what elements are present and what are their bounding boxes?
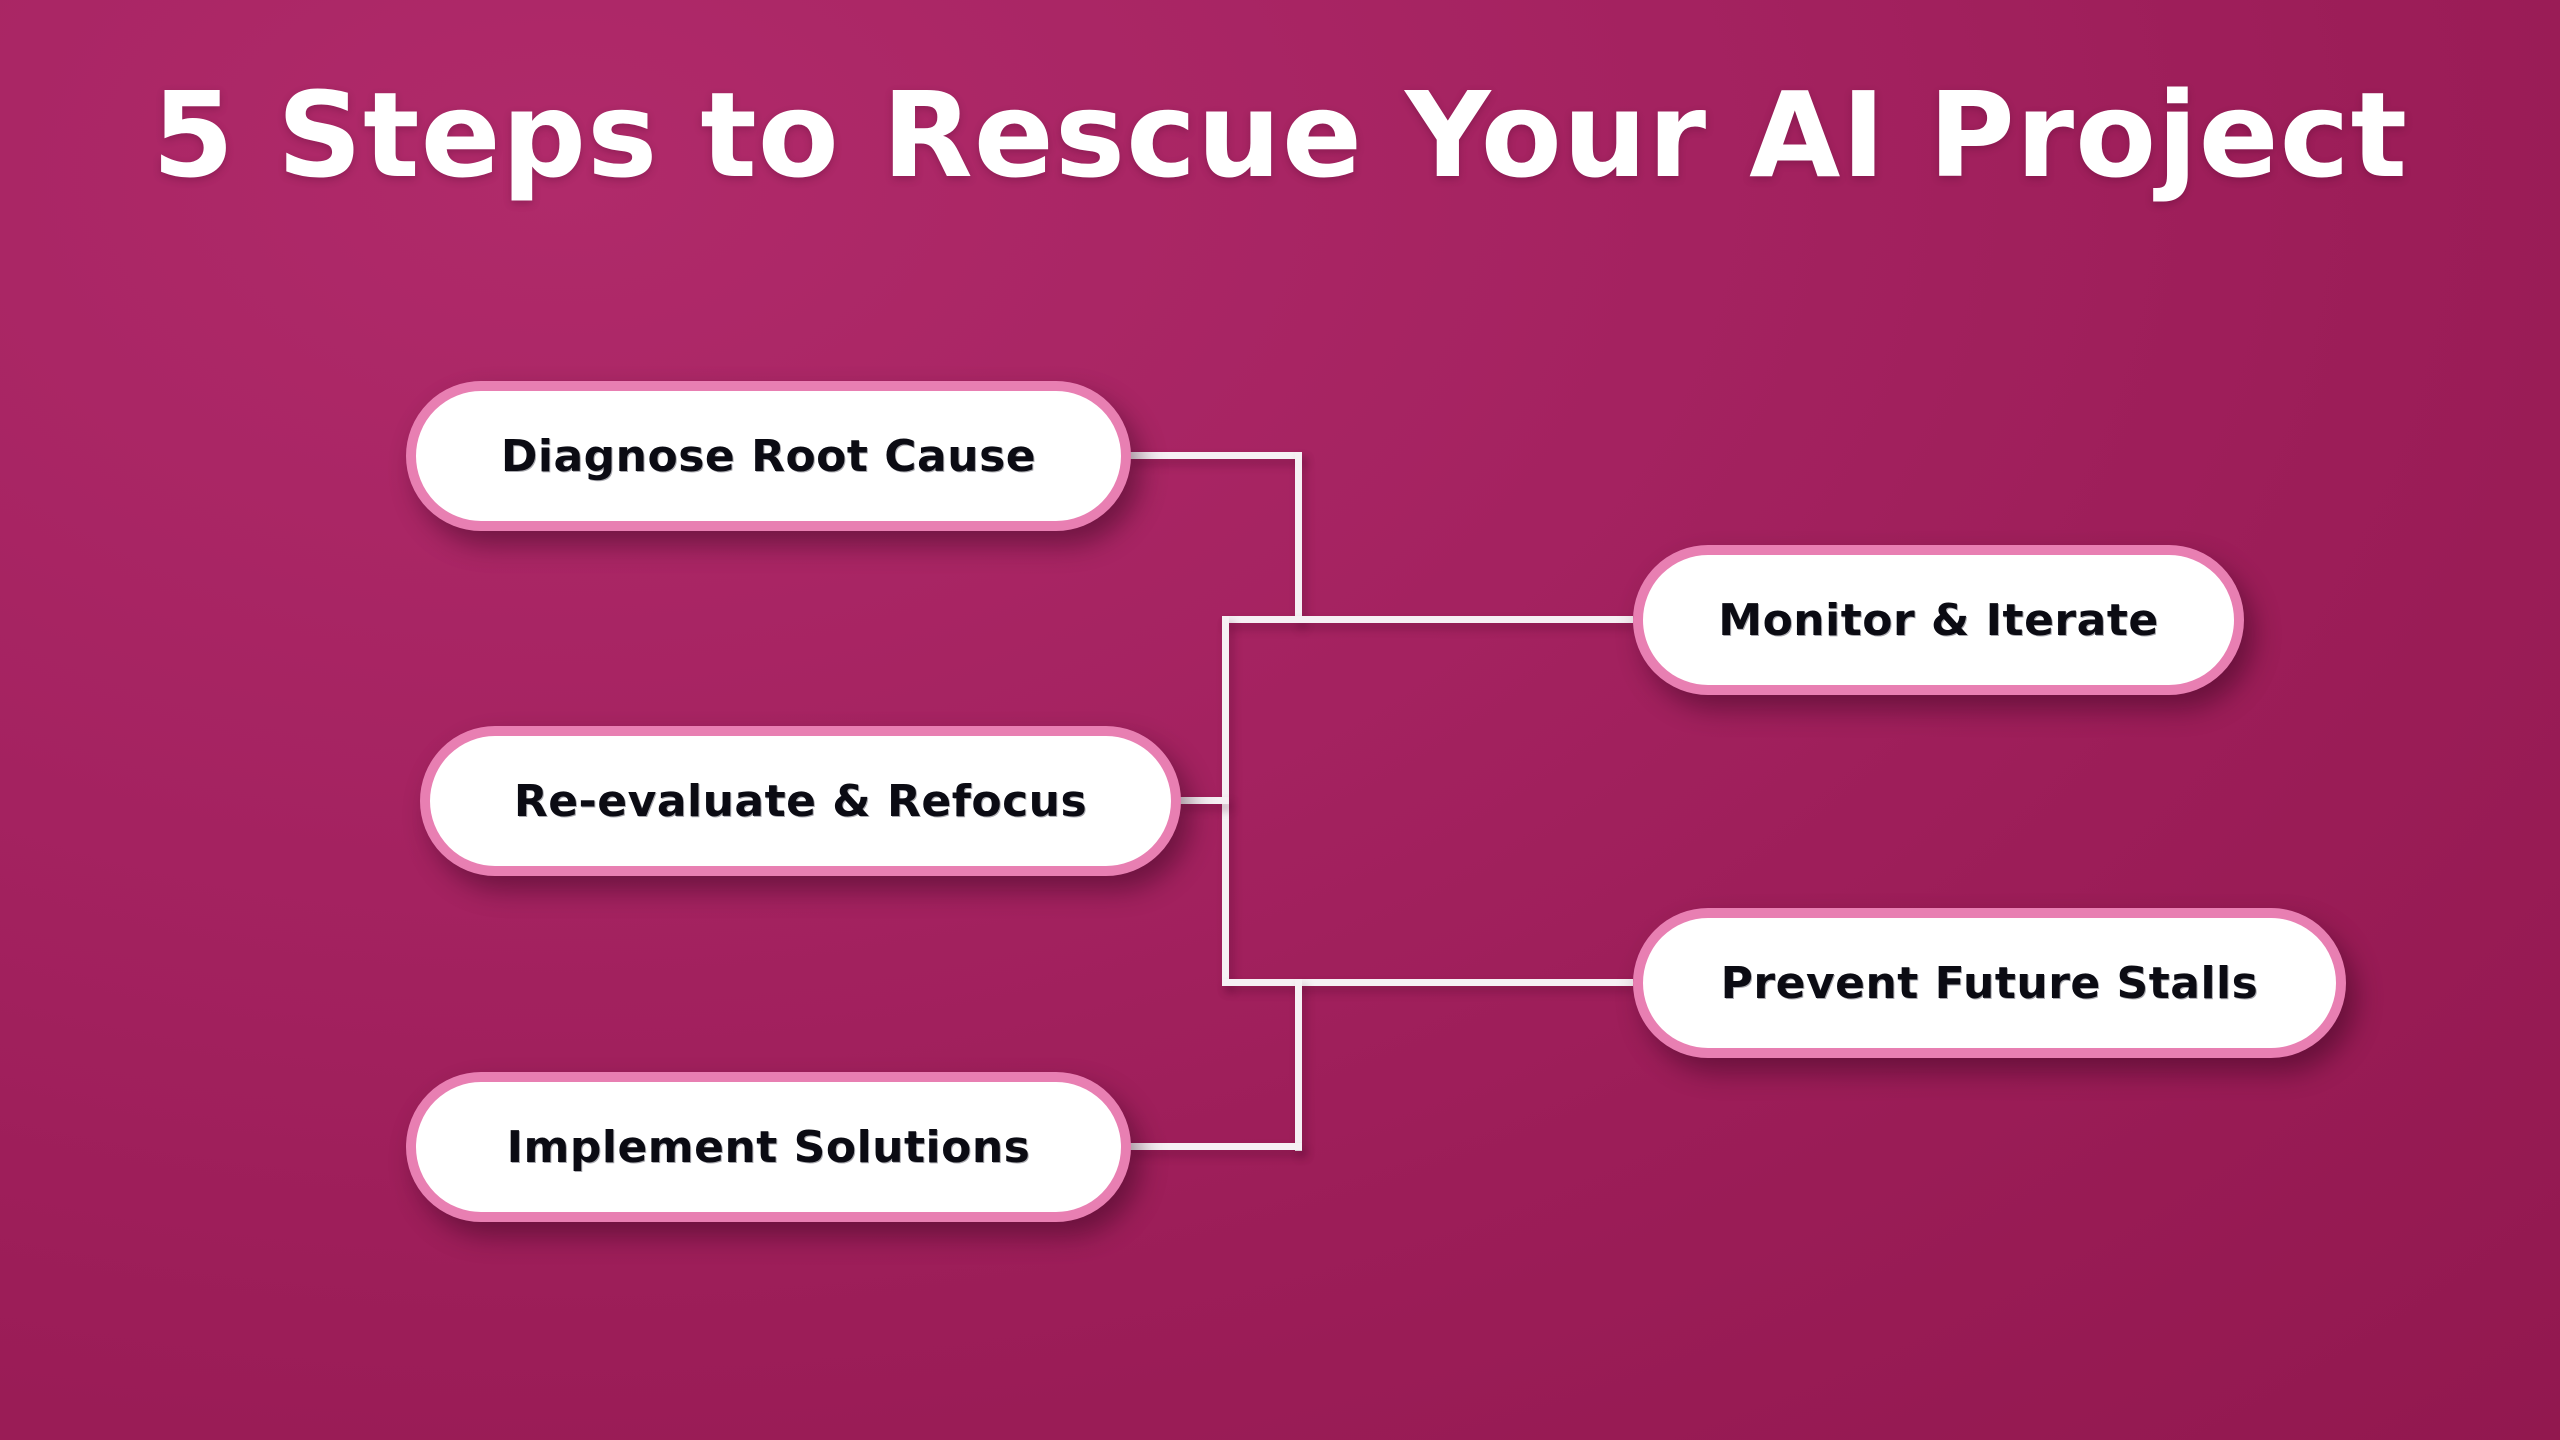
connector-reevaluate-horizontal — [1178, 797, 1229, 804]
node-label: Monitor & Iterate — [1718, 594, 2159, 646]
node-prevent-future-stalls: Prevent Future Stalls — [1633, 908, 2346, 1058]
node-re-evaluate-refocus: Re-evaluate & Refocus — [420, 726, 1181, 876]
connector-prevent-horizontal — [1222, 979, 1633, 986]
node-label: Diagnose Root Cause — [500, 430, 1037, 482]
page-title: 5 Steps to Rescue Your AI Project — [152, 66, 2408, 204]
node-diagnose-root-cause: Diagnose Root Cause — [406, 381, 1131, 531]
node-implement-solutions: Implement Solutions — [406, 1072, 1131, 1222]
node-monitor-iterate: Monitor & Iterate — [1633, 545, 2244, 695]
connector-diagnose-vertical — [1295, 452, 1302, 623]
connector-implement-vertical — [1295, 979, 1302, 1151]
connector-monitor-horizontal — [1222, 616, 1633, 623]
node-label: Prevent Future Stalls — [1720, 957, 2259, 1009]
connector-implement-horizontal — [1128, 1143, 1302, 1150]
node-label: Implement Solutions — [506, 1121, 1031, 1173]
node-label: Re-evaluate & Refocus — [513, 775, 1088, 827]
connector-diagnose-horizontal — [1128, 452, 1302, 459]
